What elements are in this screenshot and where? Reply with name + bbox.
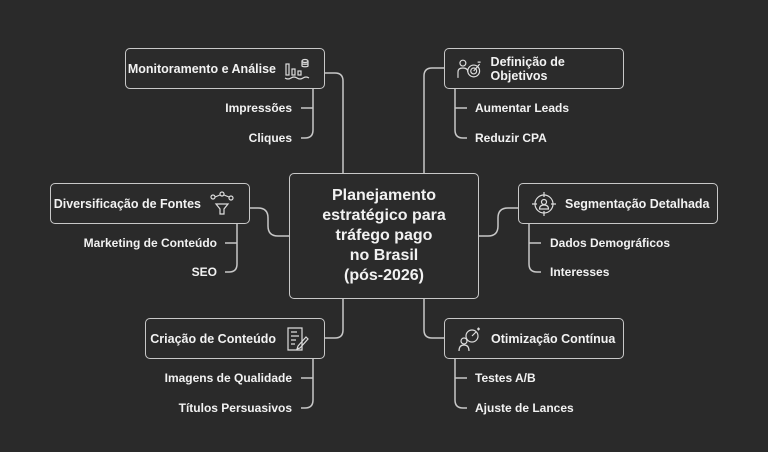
bracket-monitoramento [301, 88, 314, 139]
chart-database-icon [284, 58, 310, 80]
person-gauge-icon [458, 327, 480, 351]
connector-segmentacao [478, 207, 518, 237]
node-diversificacao: Diversificação de Fontes [50, 183, 250, 224]
node-definicao: Definição de Objetivos [444, 48, 624, 89]
connector-definicao [423, 67, 444, 173]
center-line: Planejamento [331, 187, 437, 204]
connector-otimizacao [423, 298, 444, 339]
subitem: Imagens de Qualidade [164, 371, 292, 385]
node-label: Segmentação Detalhada [565, 196, 710, 211]
connector-diversificacao [249, 207, 289, 237]
node-segmentacao: Segmentação Detalhada [518, 183, 718, 224]
bracket-definicao [454, 88, 467, 139]
subitem: Testes A/B [475, 371, 536, 385]
subitem: SEO [191, 265, 217, 279]
node-otimizacao: Otimização Contínua [444, 318, 624, 359]
bracket-diversificacao [225, 223, 238, 273]
subitem: Títulos Persuasivos [178, 401, 292, 415]
bracket-otimizacao [454, 358, 467, 409]
document-pen-icon [287, 326, 309, 351]
node-monitoramento: Monitoramento e Análise [125, 48, 325, 89]
network-funnel-icon [210, 190, 234, 215]
node-label: Diversificação de Fontes [53, 196, 201, 211]
node-label: Monitoramento e Análise [127, 61, 276, 76]
subitem: Dados Demográficos [550, 236, 671, 250]
crosshair-user-icon [532, 191, 556, 216]
center-line: (pós-2026) [343, 267, 425, 284]
center-line: no Brasil [349, 247, 419, 264]
central-topic: Planejamento estratégico para tráfego pa… [289, 173, 479, 299]
subitem: Interesses [550, 265, 610, 279]
subitem: Impressões [225, 101, 292, 115]
bracket-criacao [301, 358, 314, 409]
bracket-segmentacao [528, 223, 541, 273]
node-label: Criação de Conteúdo [150, 331, 276, 346]
subitem: Reduzir CPA [475, 131, 547, 145]
target-person-icon [457, 59, 481, 78]
subitem: Aumentar Leads [475, 101, 570, 115]
node-label: Definição de Objetivos [490, 54, 565, 83]
subitem: Marketing de Conteúdo [83, 236, 217, 250]
subitem: Cliques [248, 131, 292, 145]
center-line: tráfego pago [335, 227, 433, 244]
node-criacao: Criação de Conteúdo [145, 318, 325, 359]
subitem: Ajuste de Lances [475, 401, 574, 415]
node-label: Otimização Contínua [491, 331, 616, 346]
connector-criacao [324, 298, 344, 339]
connector-monitoramento [324, 72, 344, 173]
center-line: estratégico para [322, 207, 446, 224]
